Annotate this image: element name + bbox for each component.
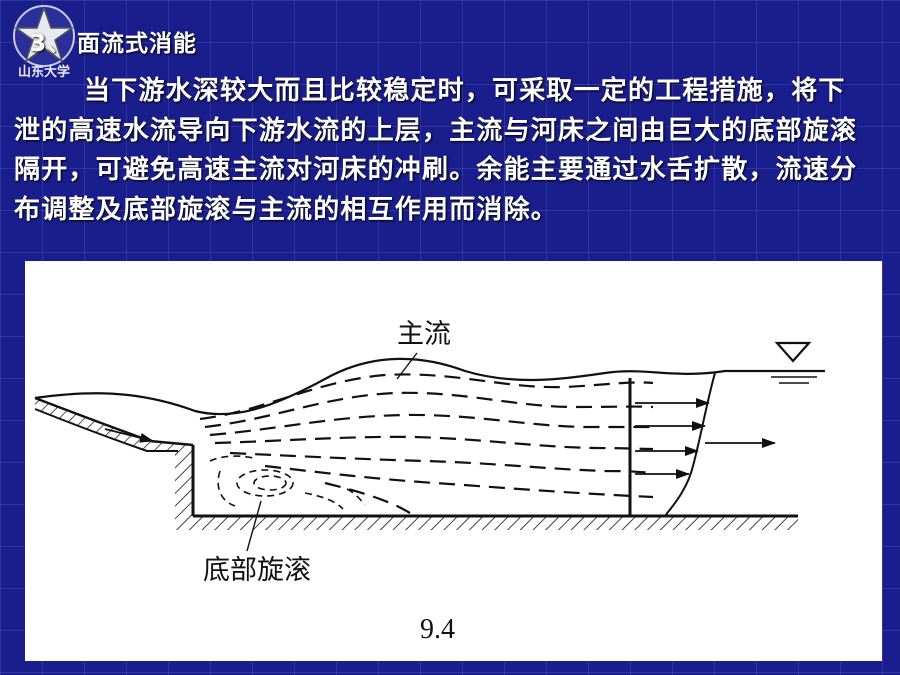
university-logo: 山东大学 (13, 5, 75, 80)
water-surface (34, 357, 825, 416)
roller-leader (246, 500, 262, 552)
bottom-roller-label: 底部旋滚 (203, 555, 311, 586)
heading-number: 3、 (30, 31, 72, 57)
heading-title: 面流式消能 (77, 31, 198, 57)
star-icon (13, 5, 75, 63)
main-flow-label: 主流 (397, 319, 451, 350)
main-flow-streamlines (199, 373, 654, 514)
description-paragraph: 当下游水深较大而且比较稳定时，可采取一定的工程措施，将下泄的高速水流导向下游水流… (14, 76, 858, 225)
velocity-profile (628, 372, 776, 517)
spillway-bucket (34, 396, 194, 452)
bottom-roller (209, 455, 366, 510)
section-heading: 3、面流式消能 (30, 24, 197, 58)
channel-bed (175, 445, 798, 530)
inflow-arrow (104, 428, 154, 443)
figure-panel: 主流 底部旋滚 9.4 (25, 261, 882, 661)
logo-text: 山东大学 (18, 64, 70, 80)
water-level-icon (763, 341, 825, 384)
surface-flow-diagram: 主流 底部旋滚 9.4 (34, 319, 825, 645)
main-flow-leader (396, 352, 418, 380)
figure-caption: 9.4 (420, 614, 455, 645)
